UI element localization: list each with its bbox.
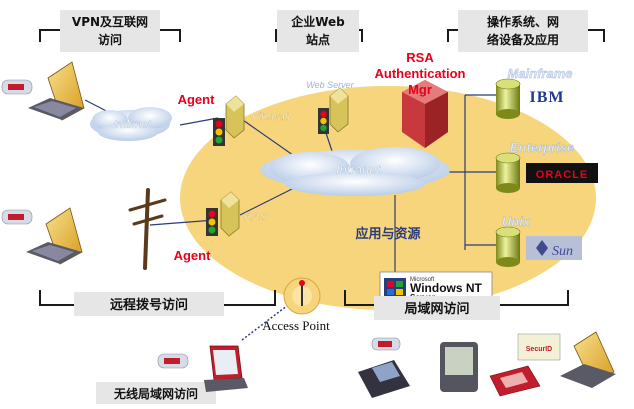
utility-pole-icon xyxy=(128,188,167,270)
laptop-icon xyxy=(26,207,83,265)
token-icon xyxy=(371,337,401,351)
header-web-line1: 企业Web xyxy=(290,14,345,29)
firewall-label: Firewall xyxy=(252,111,290,123)
header-vpn-line2: 访问 xyxy=(98,32,122,47)
sun-diamond-icon xyxy=(536,240,548,256)
token-icon xyxy=(1,209,33,225)
wlan-label-box xyxy=(96,382,216,404)
header-os-line2: 络设备及应用 xyxy=(487,32,559,47)
firewall-box-icon xyxy=(329,87,349,133)
mainframe-label: Mainframe xyxy=(507,66,572,81)
internet-cloud xyxy=(90,107,172,141)
rsa-line2: Authentication xyxy=(375,66,466,81)
traffic-light-icon xyxy=(213,118,225,146)
header-web-box xyxy=(277,10,359,52)
rsa-server-icon xyxy=(402,80,448,148)
firewall-box-icon xyxy=(225,95,245,139)
intranet-cloud xyxy=(260,147,450,196)
core-label: 应用与资源 xyxy=(355,226,420,242)
header-vpn-box xyxy=(60,10,160,52)
server-cylinder-icon xyxy=(495,226,521,267)
pda-icon xyxy=(440,342,478,392)
wlan-label: 无线局域网访问 xyxy=(113,386,198,401)
header-vpn-line1: VPN及互联网 xyxy=(72,15,148,29)
traffic-light-icon xyxy=(206,208,218,236)
unix-label: Unix xyxy=(502,214,531,229)
laptop-icon xyxy=(204,345,248,392)
smart-card-icon: SecurID xyxy=(517,333,561,361)
oracle-logo-box xyxy=(526,163,598,183)
laptop-icon xyxy=(28,61,85,121)
internet-label: Internet xyxy=(113,119,151,131)
header-os-box xyxy=(458,10,588,52)
antenna-icon xyxy=(283,277,321,315)
sun-logo-box xyxy=(526,236,582,260)
header-web-line2: 站点 xyxy=(306,32,330,47)
core-ellipse xyxy=(180,86,596,310)
traffic-light-icon xyxy=(318,108,329,134)
web-server-label: Web Server xyxy=(306,80,354,90)
windows-nt-text: Windows NT xyxy=(410,281,483,295)
token-icon xyxy=(1,79,33,95)
header-os-line1: 操作系统、网 xyxy=(487,14,559,29)
lan-label: 局域网访问 xyxy=(404,301,469,317)
firewall-box-icon xyxy=(220,191,240,237)
remote-label-box xyxy=(74,292,224,316)
ibm-logo-box xyxy=(524,86,570,106)
sun-logo: Sun xyxy=(552,244,573,259)
windows-small-text: Microsoft xyxy=(410,277,435,283)
rsa-line1: RSA xyxy=(406,50,434,65)
oracle-logo: ORACLE xyxy=(536,169,588,181)
smart-card-icon xyxy=(489,365,541,397)
securid-label: SecurID xyxy=(526,346,552,353)
agent-bottom-label: Agent xyxy=(174,248,212,263)
remote-label: 远程拨号访问 xyxy=(110,297,188,313)
access-point-label: Access Point xyxy=(262,318,330,333)
phone-icon xyxy=(358,360,410,398)
agent-top-label: Agent xyxy=(178,92,216,107)
ras-label: RAS xyxy=(244,211,267,223)
ibm-logo: IBM xyxy=(530,89,565,106)
intranet-label: Intranet xyxy=(336,162,381,177)
enterprise-label: Enterprise xyxy=(510,140,574,155)
lan-label-box xyxy=(374,296,500,320)
server-cylinder-icon xyxy=(495,152,521,193)
rsa-line3: Mgr xyxy=(408,82,432,97)
token-icon xyxy=(157,353,189,369)
laptop-icon xyxy=(560,331,616,388)
server-cylinder-icon xyxy=(495,78,521,119)
